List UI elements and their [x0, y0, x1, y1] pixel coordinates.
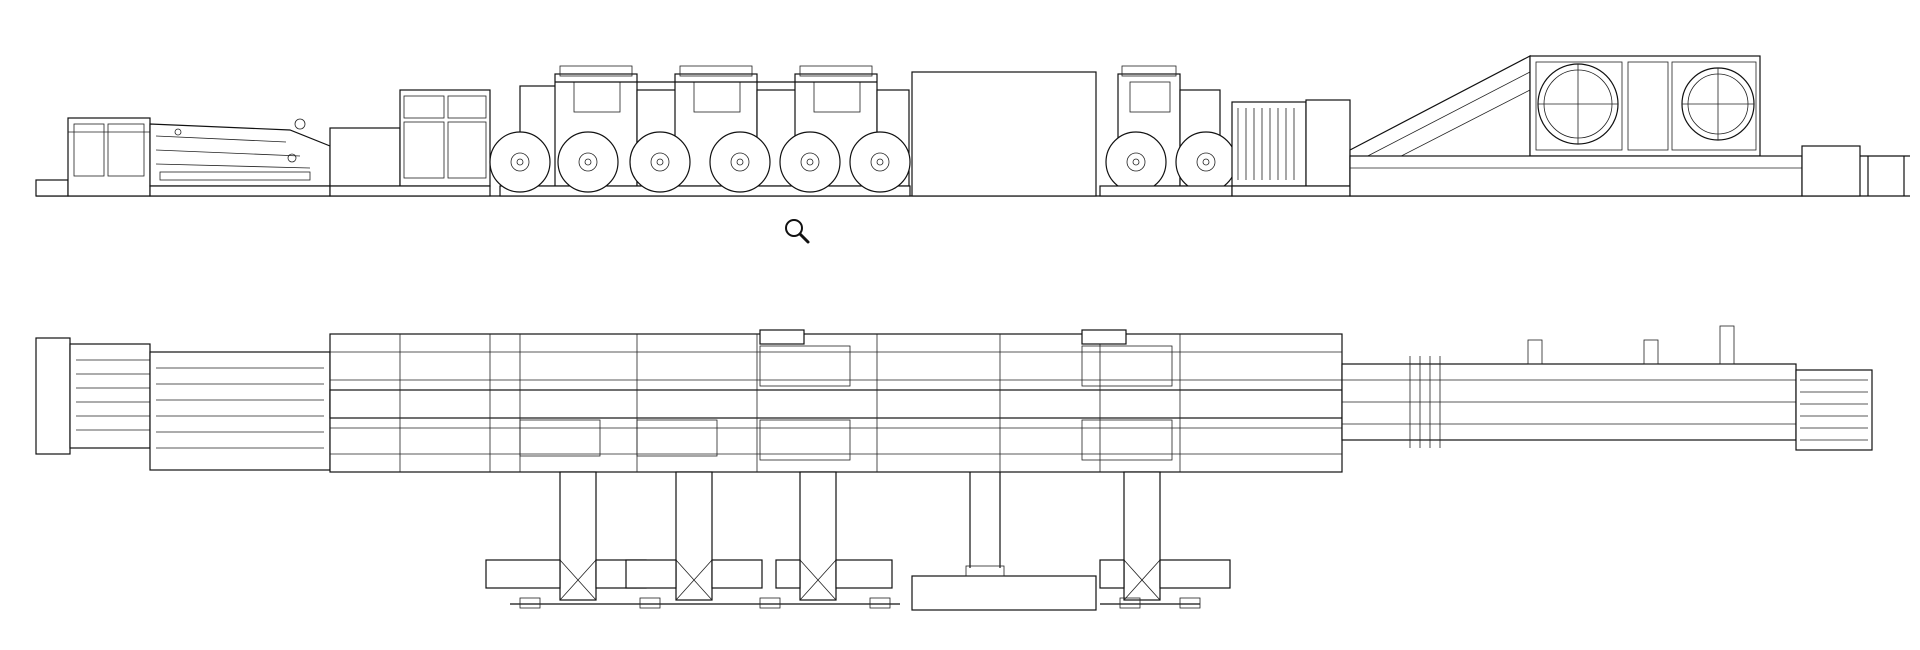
plan-stations [399, 329, 1181, 472]
plan-outfeed [1341, 325, 1873, 451]
paper-reels [489, 131, 911, 193]
tube-section [1231, 99, 1351, 197]
plan-main-bed [149, 333, 1343, 473]
delivery-table [1801, 145, 1910, 197]
printing-unit-right [1099, 65, 1237, 197]
sloped-feeder [149, 118, 331, 197]
top-plan-view [35, 325, 1873, 611]
magnifier-icon[interactable] [785, 219, 810, 244]
bottomer-unit [1349, 55, 1803, 197]
central-cabinet [911, 71, 1097, 197]
plan-central-stand [911, 472, 1097, 611]
infeed-stand [35, 117, 151, 197]
plan-infeed [35, 337, 151, 455]
plan-reel-stands [485, 471, 1231, 609]
control-cabinet [329, 89, 491, 197]
side-elevation-view [35, 55, 1910, 197]
